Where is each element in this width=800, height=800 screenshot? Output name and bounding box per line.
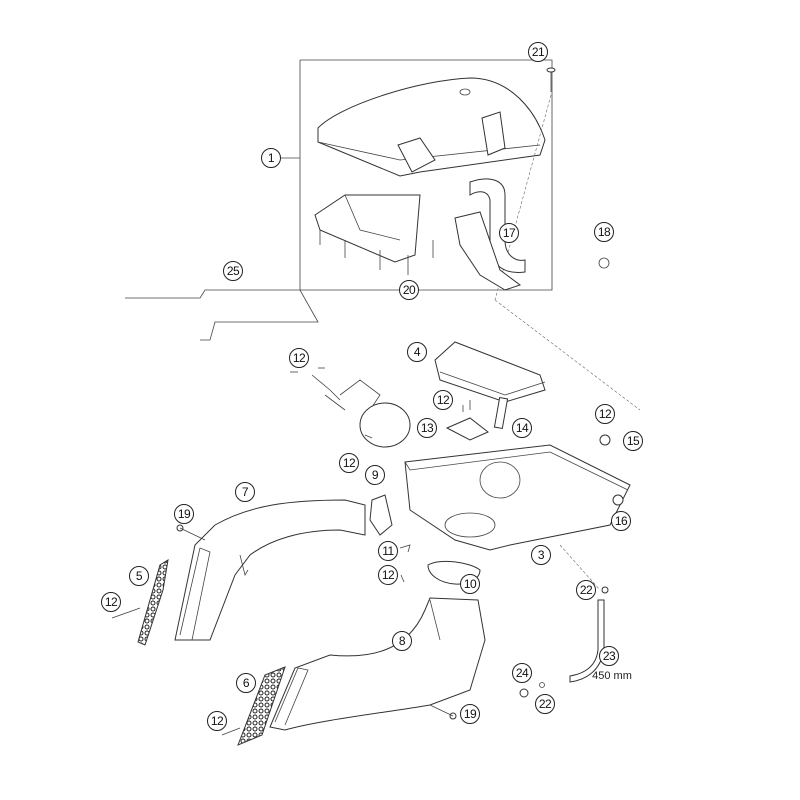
- airbox-cover: [317, 77, 546, 177]
- breather-duct: [454, 178, 526, 291]
- callout-8: 8: [392, 631, 412, 651]
- callout-12: 12: [595, 404, 615, 424]
- callout-12: 12: [207, 711, 227, 731]
- inner-plate: [314, 194, 434, 275]
- callout-19: 19: [460, 704, 480, 724]
- callout-7: 7: [235, 482, 255, 502]
- air-filter: [434, 341, 546, 403]
- clamp-18: [598, 257, 610, 269]
- screws: [111, 524, 457, 736]
- callout-9: 9: [365, 465, 385, 485]
- callout-3: 3: [531, 545, 551, 565]
- callout-12: 12: [339, 453, 359, 473]
- callout-11: 11: [378, 541, 398, 561]
- callout-14: 14: [512, 418, 532, 438]
- callout-15: 15: [623, 431, 643, 451]
- brackets-and-plates: [290, 367, 611, 448]
- left-intake-duct: [174, 499, 366, 641]
- callout-4: 4: [407, 342, 427, 362]
- callout-21: 21: [528, 42, 548, 62]
- wire-25: [125, 289, 319, 341]
- callout-19: 19: [174, 504, 194, 524]
- rubber-flange: [369, 494, 393, 536]
- callout-1: 1: [261, 148, 281, 168]
- callout-12: 12: [101, 592, 121, 612]
- callout-18: 18: [594, 222, 614, 242]
- callout-6: 6: [236, 673, 256, 693]
- callout-22: 22: [535, 694, 555, 714]
- clip-11: [399, 544, 411, 553]
- callout-24: 24: [512, 663, 532, 683]
- airbox-body: [404, 444, 631, 591]
- callout-16: 16: [611, 511, 631, 531]
- callout-17: 17: [499, 223, 519, 243]
- callout-23: 23: [599, 646, 619, 666]
- callout-20: 20: [399, 280, 419, 300]
- callout-13: 13: [417, 418, 437, 438]
- callout-10: 10: [460, 574, 480, 594]
- callout-25: 25: [223, 261, 243, 281]
- mesh-grille-6: [237, 666, 286, 746]
- callout-5: 5: [129, 566, 149, 586]
- callout-12: 12: [378, 565, 398, 585]
- hose-length-label: 450 mm: [592, 670, 632, 682]
- callout-12: 12: [433, 390, 453, 410]
- callout-22: 22: [576, 580, 596, 600]
- mesh-grille-5: [137, 558, 169, 646]
- right-intake-duct: [269, 597, 486, 731]
- callout-12: 12: [289, 348, 309, 368]
- group-1-bracket: [280, 59, 553, 291]
